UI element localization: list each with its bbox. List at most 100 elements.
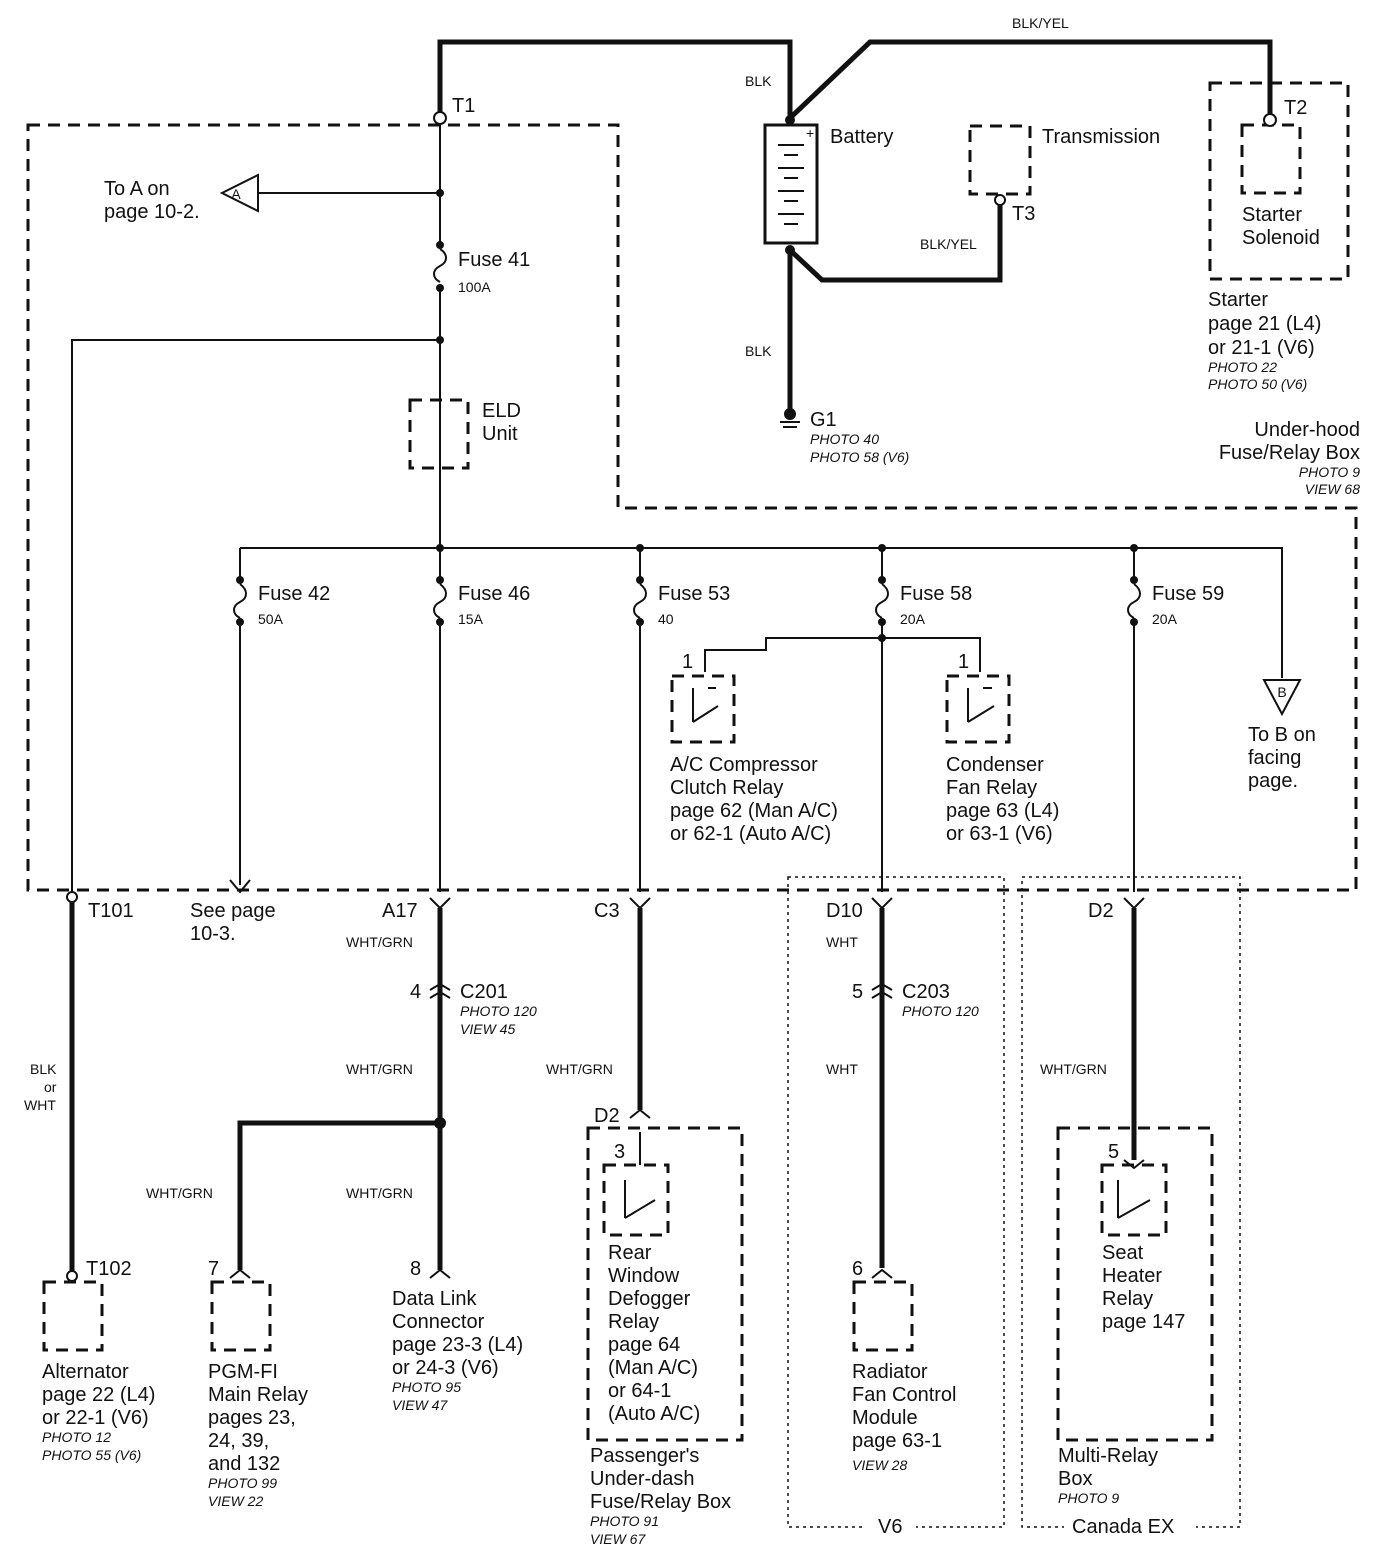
ac-relay-text-1: A/C Compressor <box>670 754 818 776</box>
wire-label-wg5: WHT/GRN <box>146 1185 213 1201</box>
alternator-box <box>42 1280 104 1352</box>
passenger-box-outline <box>586 1126 744 1442</box>
pgmfi-box <box>210 1280 272 1352</box>
multi-relay-photo: PHOTO 9 <box>1058 1490 1119 1506</box>
condenser-text-2: Fan Relay <box>946 777 1037 799</box>
wire-label-blk: BLK <box>30 1061 57 1077</box>
to-b-label-1: To B on <box>1248 724 1316 746</box>
dlc-text-2: Connector <box>392 1311 485 1333</box>
wire-label-or: or <box>44 1079 57 1095</box>
passenger-box-text-2: Under-dash <box>590 1468 695 1490</box>
starter-text-1: Starter <box>1208 289 1268 311</box>
c203-pin: 5 <box>852 981 863 1003</box>
wire-label-wg1: WHT/GRN <box>346 934 413 950</box>
dlc-text-4: or 24-3 (V6) <box>392 1357 499 1379</box>
underhood-label-2: Fuse/Relay Box <box>1219 442 1360 464</box>
fuse46-rating: 15A <box>458 611 484 627</box>
node-battery-pos <box>785 115 795 125</box>
wire-label-blk-top: BLK <box>745 73 772 89</box>
g1-label: G1 <box>810 409 837 431</box>
canada-ex-region <box>1021 876 1241 1528</box>
ac-relay-text-4: or 62-1 (Auto A/C) <box>670 823 831 845</box>
pgmfi-pin <box>229 1268 251 1279</box>
radiator-view: VIEW 28 <box>852 1457 907 1473</box>
see-page-2: 10-3. <box>190 923 236 945</box>
to-b-label-3: page. <box>1248 770 1298 792</box>
fuse41-node-top <box>436 241 444 249</box>
multi-relay-box-outline <box>1056 1126 1214 1442</box>
to-a-label-1: To A on <box>104 178 170 200</box>
solenoid-label-2: Solenoid <box>1242 227 1320 249</box>
to-b-letter: B <box>1277 684 1286 700</box>
dlc-view: VIEW 47 <box>392 1397 448 1413</box>
wire-label-blk-yel-t3: BLK/YEL <box>920 236 977 252</box>
ac-relay-switch <box>692 687 719 723</box>
defogger-text-8: (Auto A/C) <box>608 1403 700 1425</box>
node-relay-coil <box>878 634 886 642</box>
wire-label-wg4: WHT/GRN <box>1040 1061 1107 1077</box>
wire-t1-battery <box>437 39 793 125</box>
ac-relay-pin: 1 <box>682 651 693 673</box>
radiator-module-box <box>852 1280 914 1352</box>
terminal-t3 <box>994 194 1006 206</box>
underhood-photo: PHOTO 9 <box>1299 464 1360 480</box>
fuse41-symbol <box>433 248 447 283</box>
t101-label: T101 <box>88 900 134 922</box>
fuse41-rating: 100A <box>458 279 491 295</box>
c201-view: VIEW 45 <box>460 1021 515 1037</box>
wire-label-wht1: WHT <box>826 934 858 950</box>
wire-pgmfi <box>237 1120 440 1270</box>
alternator-text-2: page 22 (L4) <box>42 1384 155 1406</box>
pgmfi-pin-label: 7 <box>208 1258 219 1280</box>
wire-label-wht: WHT <box>24 1097 56 1113</box>
underhood-label-1: Under-hood <box>1254 419 1360 441</box>
wire-blk-yel-starter <box>788 39 1273 120</box>
d10-label: D10 <box>826 900 863 922</box>
pgmfi-text-2: Main Relay <box>208 1384 308 1406</box>
condenser-text-3: page 63 (L4) <box>946 800 1059 822</box>
fuse59-rating: 20A <box>1152 611 1178 627</box>
g1-photo-2: PHOTO 58 (V6) <box>810 449 909 465</box>
fuse58-rating: 20A <box>900 611 926 627</box>
ac-relay-box <box>670 674 736 744</box>
transmission-box <box>968 124 1032 196</box>
wire-relay-coils <box>704 637 981 672</box>
starter-text-2: page 21 (L4) <box>1208 313 1321 335</box>
condenser-relay-box <box>945 674 1011 744</box>
battery-plus: + <box>806 125 814 141</box>
underhood-view: VIEW 68 <box>1305 481 1360 497</box>
c201-photo: PHOTO 120 <box>460 1003 537 1019</box>
defogger-text-2: Window <box>608 1265 680 1287</box>
t1-label: T1 <box>452 95 475 117</box>
v6-label: V6 <box>878 1516 902 1538</box>
ac-relay-text-2: Clutch Relay <box>670 777 783 799</box>
fuse53-rating: 40 <box>658 611 674 627</box>
pgmfi-photo: PHOTO 99 <box>208 1475 277 1491</box>
wire-label-blk-g1: BLK <box>745 343 772 359</box>
passenger-box-text-3: Fuse/Relay Box <box>590 1491 731 1513</box>
ground-symbol-g1 <box>780 408 800 428</box>
defogger-switch <box>624 1132 656 1219</box>
radiator-text-3: Module <box>852 1407 918 1429</box>
underhood-box-outline <box>26 123 1358 892</box>
passenger-box-photo: PHOTO 91 <box>590 1513 659 1529</box>
wire-label-wht2: WHT <box>826 1061 858 1077</box>
starter-photo-2: PHOTO 50 (V6) <box>1208 376 1307 392</box>
c203-photo: PHOTO 120 <box>902 1003 979 1019</box>
to-b-arrow <box>1262 679 1302 717</box>
terminal-t2 <box>1263 113 1277 127</box>
to-b-label-2: facing <box>1248 747 1301 769</box>
fuse42-rating: 50A <box>258 611 284 627</box>
fuse-branches <box>229 544 1141 894</box>
battery-symbol <box>763 123 819 245</box>
solenoid-inner-box <box>1240 123 1302 195</box>
fuse42-label: Fuse 42 <box>258 583 330 605</box>
d2-label: D2 <box>1088 900 1114 922</box>
dlc-pin-label: 8 <box>410 1258 421 1280</box>
wire-label-wg2: WHT/GRN <box>346 1061 413 1077</box>
defogger-relay-box <box>602 1163 670 1237</box>
defogger-text-3: Defogger <box>608 1288 691 1310</box>
wire-label-blk-yel-top: BLK/YEL <box>1012 15 1069 31</box>
